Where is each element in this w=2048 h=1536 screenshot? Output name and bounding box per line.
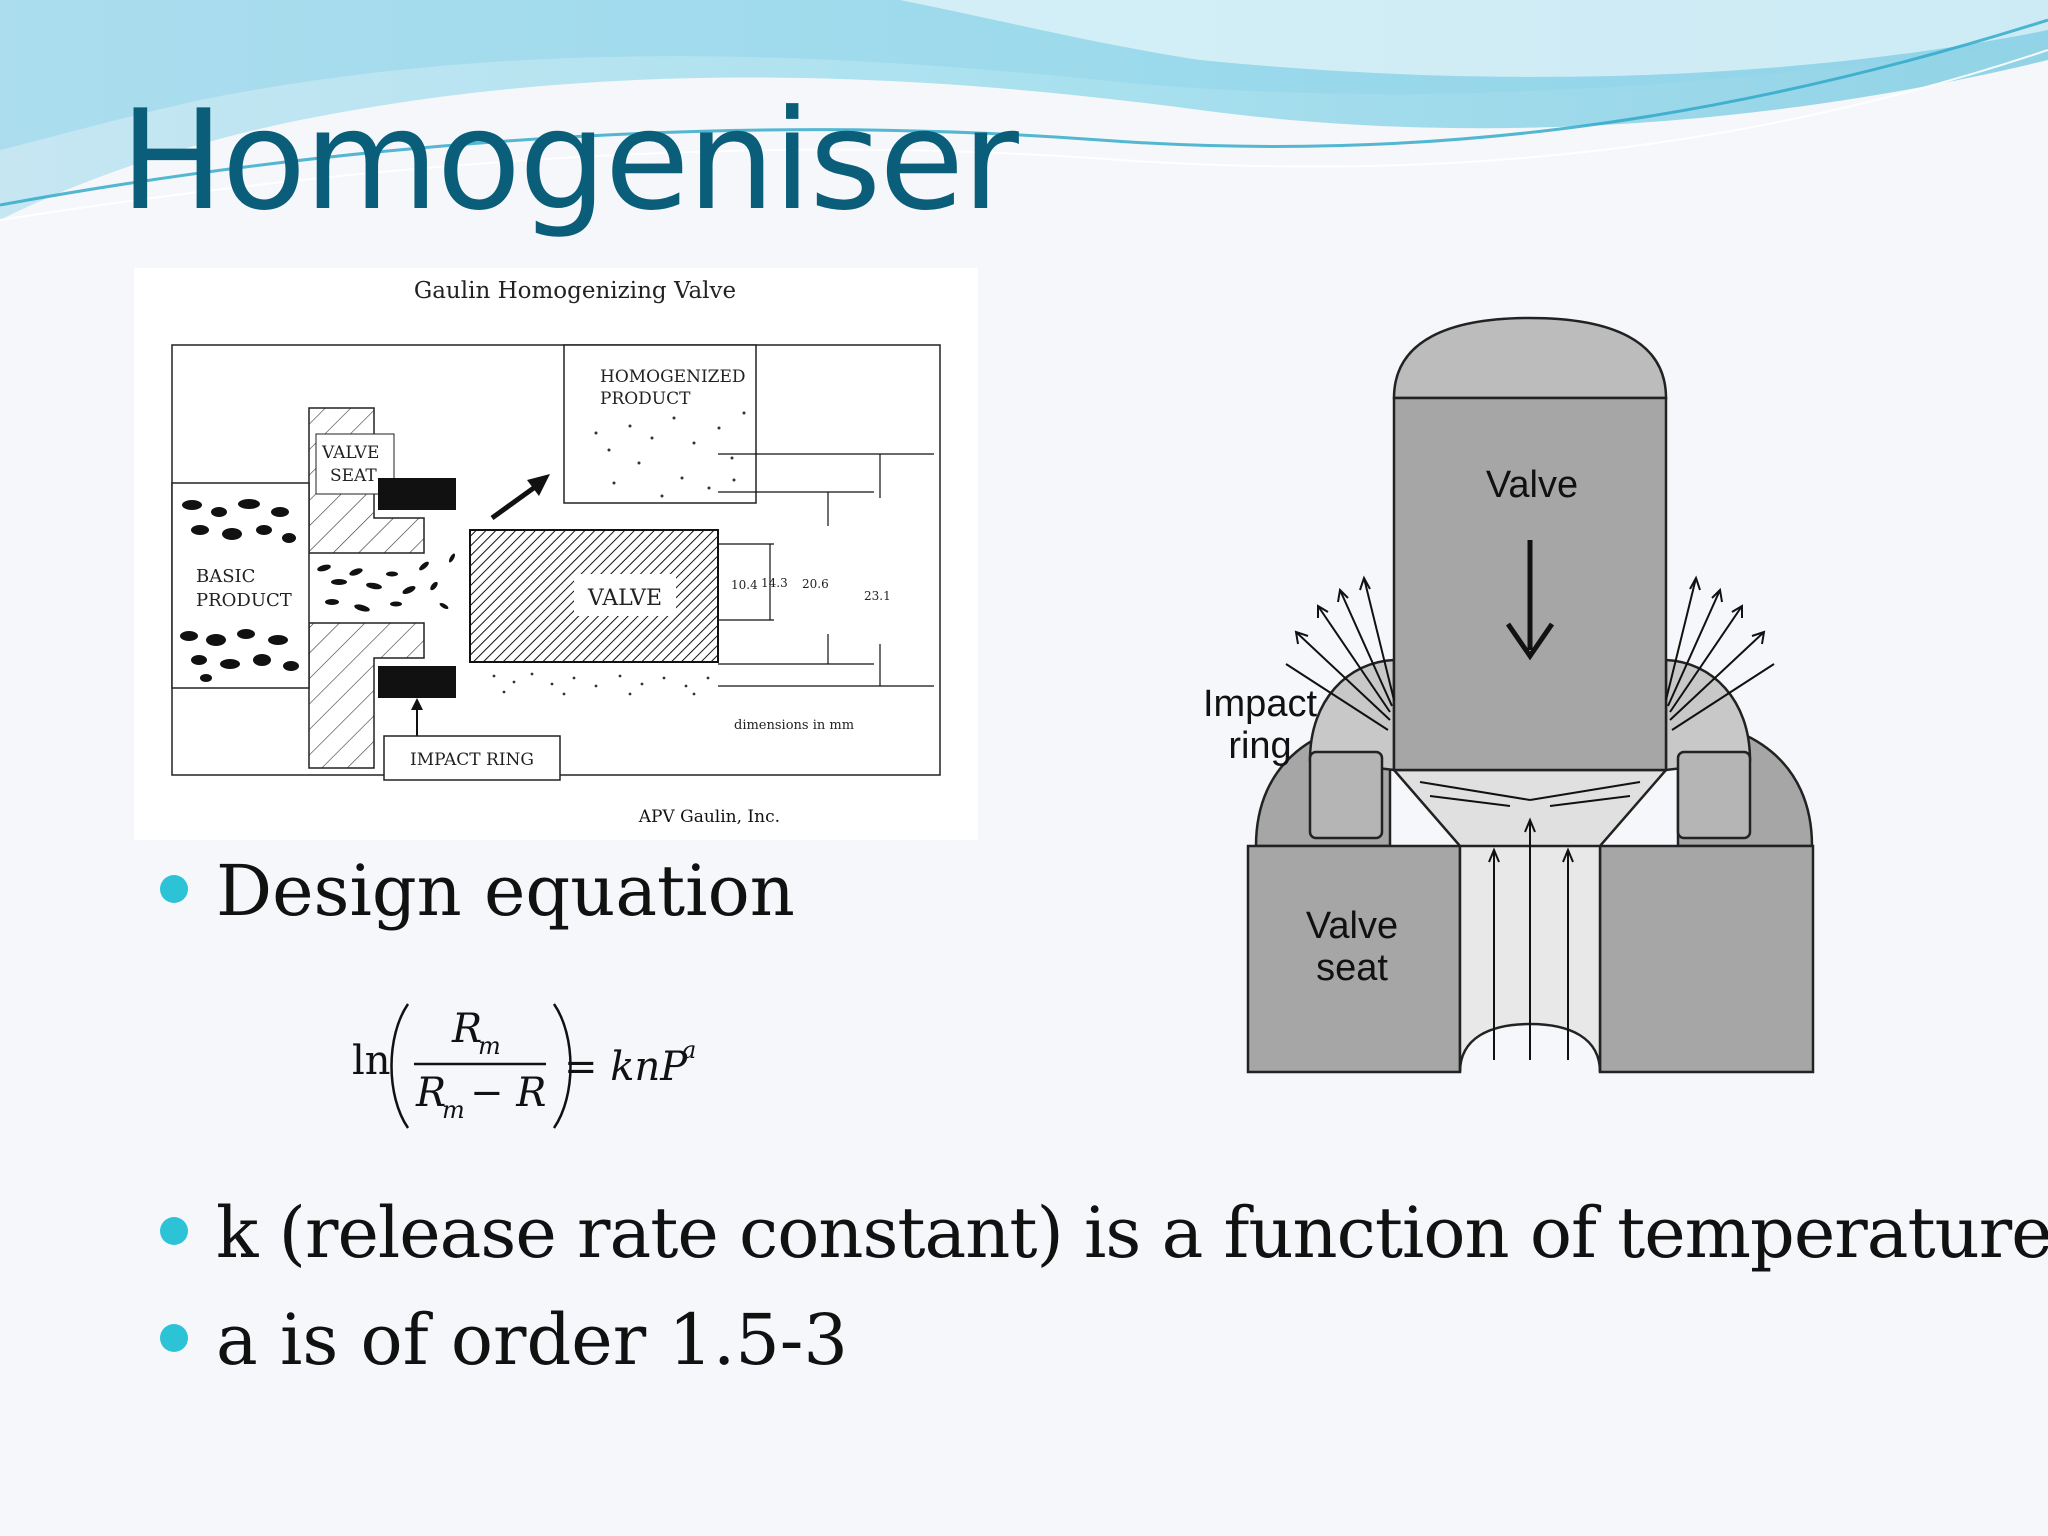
bullet-text: k (release rate constant) is a function … (216, 1192, 2048, 1274)
impact-ring-lower (378, 666, 456, 698)
eq-den-r: R (415, 1070, 446, 1116)
dimensions-note: dimensions in mm (734, 718, 854, 733)
dim-20-6: 20.6 (802, 577, 829, 591)
bullet-a-order: a is of order 1.5-3 (160, 1305, 848, 1375)
design-equation: ln R m R m − R = knP a (352, 1003, 696, 1129)
label-valve-seat-2: SEAT (330, 466, 377, 486)
gaulin-valve-diagram: Gaulin Homogenizing Valve HOMOGENIZED PR… (134, 268, 978, 840)
label-valve-seat: Valve (1306, 905, 1398, 947)
eq-rhs: = knP (564, 1044, 688, 1090)
valve-body (469, 529, 719, 663)
eq-num-sub: m (478, 1032, 501, 1060)
label-valve: Valve (1486, 464, 1578, 506)
slide-title: Homogeniser (120, 80, 1019, 241)
label-impact-ring: IMPACT RING (410, 750, 534, 770)
impact-ring-upper (378, 478, 456, 510)
label-impact: Impact (1203, 683, 1317, 725)
eq-den-rest: − R (470, 1070, 546, 1116)
label-valve-seat-1: VALVE (321, 443, 379, 463)
bullet-design-equation: Design equation (160, 856, 795, 926)
dim-23-1: 23.1 (864, 589, 891, 603)
header-wave-decoration (0, 0, 2048, 221)
figure-credit: APV Gaulin, Inc. (638, 807, 780, 827)
bullet-icon (160, 1324, 188, 1352)
eq-num-r: R (451, 1006, 482, 1052)
bullet-icon (160, 1217, 188, 1245)
dim-10-4: 10.4 (731, 578, 758, 592)
dim-14-3: 14.3 (761, 576, 788, 590)
label-valve: VALVE (587, 586, 662, 611)
label-basic-product: PRODUCT (196, 590, 292, 611)
figure-caption: Gaulin Homogenizing Valve (414, 278, 736, 304)
eq-rhs-sup: a (682, 1036, 696, 1064)
eq-den-sub: m (442, 1096, 465, 1124)
label-seat: seat (1316, 947, 1388, 989)
label-product: PRODUCT (600, 389, 691, 409)
valve-seat-lower (308, 622, 425, 769)
valve-cross-section-diagram: Valve Impact ring Valve seat (1203, 316, 1815, 1074)
label-ring: ring (1228, 725, 1291, 767)
label-homogenized: HOMOGENIZED (600, 367, 746, 387)
eq-ln: ln (352, 1038, 391, 1084)
bullet-k-constant: k (release rate constant) is a function … (160, 1198, 2048, 1268)
bullet-icon (160, 875, 188, 903)
homogenized-product-chamber (563, 344, 757, 504)
label-basic: BASIC (196, 566, 255, 587)
bullet-text: Design equation (216, 850, 795, 932)
impact-ring-label-box (383, 735, 561, 781)
bullet-text: a is of order 1.5-3 (216, 1299, 848, 1381)
